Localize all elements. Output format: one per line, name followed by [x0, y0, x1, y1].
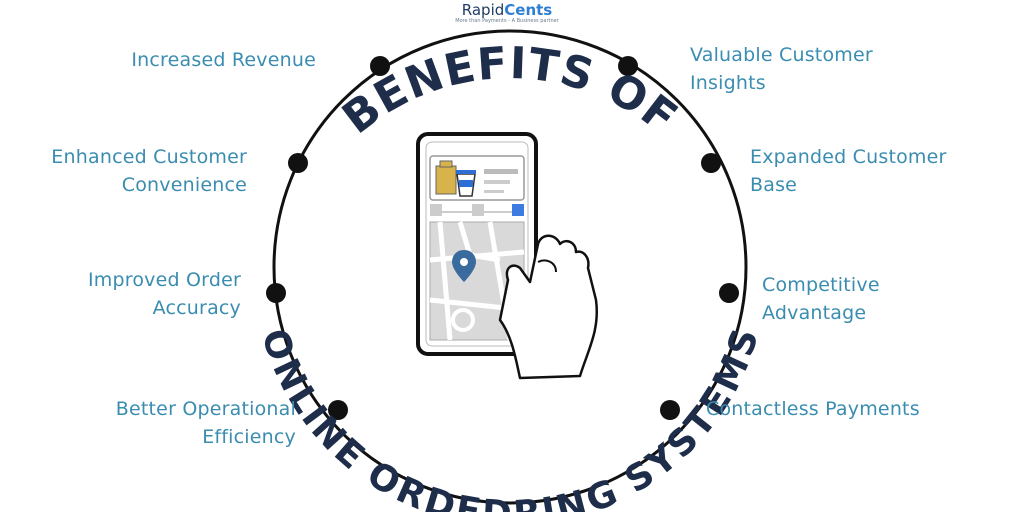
- benefit-enhanced-convenience: Enhanced Customer Convenience: [51, 146, 247, 196]
- connector-dot: [266, 283, 286, 303]
- paper-bag-icon: [435, 160, 457, 195]
- connector-dot: [660, 400, 680, 420]
- benefit-customer-insights: Valuable Customer Insights: [690, 44, 873, 94]
- benefit-competitive-advantage: Competitive Advantage: [762, 274, 880, 324]
- logo-tagline: More than Payments - A Business partner: [455, 18, 559, 24]
- benefit-improved-accuracy: Improved Order Accuracy: [87, 269, 241, 319]
- connector-dot: [719, 283, 739, 303]
- coffee-cup-icon: [456, 170, 476, 197]
- benefit-operational-efficiency: Better Operational Efficiency: [115, 398, 296, 448]
- logo-wordmark: RapidCents: [461, 1, 553, 19]
- hand-icon: [498, 234, 599, 380]
- smartphone-icon: [416, 132, 538, 356]
- title-top: BENEFITS OF: [333, 38, 687, 144]
- connector-dot: [701, 153, 721, 173]
- benefit-increased-revenue: Increased Revenue: [131, 49, 316, 71]
- connector-dot: [370, 56, 390, 76]
- benefit-contactless-payments: Contactless Payments: [706, 398, 920, 420]
- connector-dot: [288, 153, 308, 173]
- connector-dot: [618, 56, 638, 76]
- benefit-expanded-base: Expanded Customer Base: [750, 146, 947, 196]
- connector-dot: [328, 400, 348, 420]
- brand-logo: RapidCents More than Payments - A Busine…: [452, 2, 562, 24]
- outer-circle: [272, 29, 748, 505]
- map-pin-icon: [452, 250, 476, 282]
